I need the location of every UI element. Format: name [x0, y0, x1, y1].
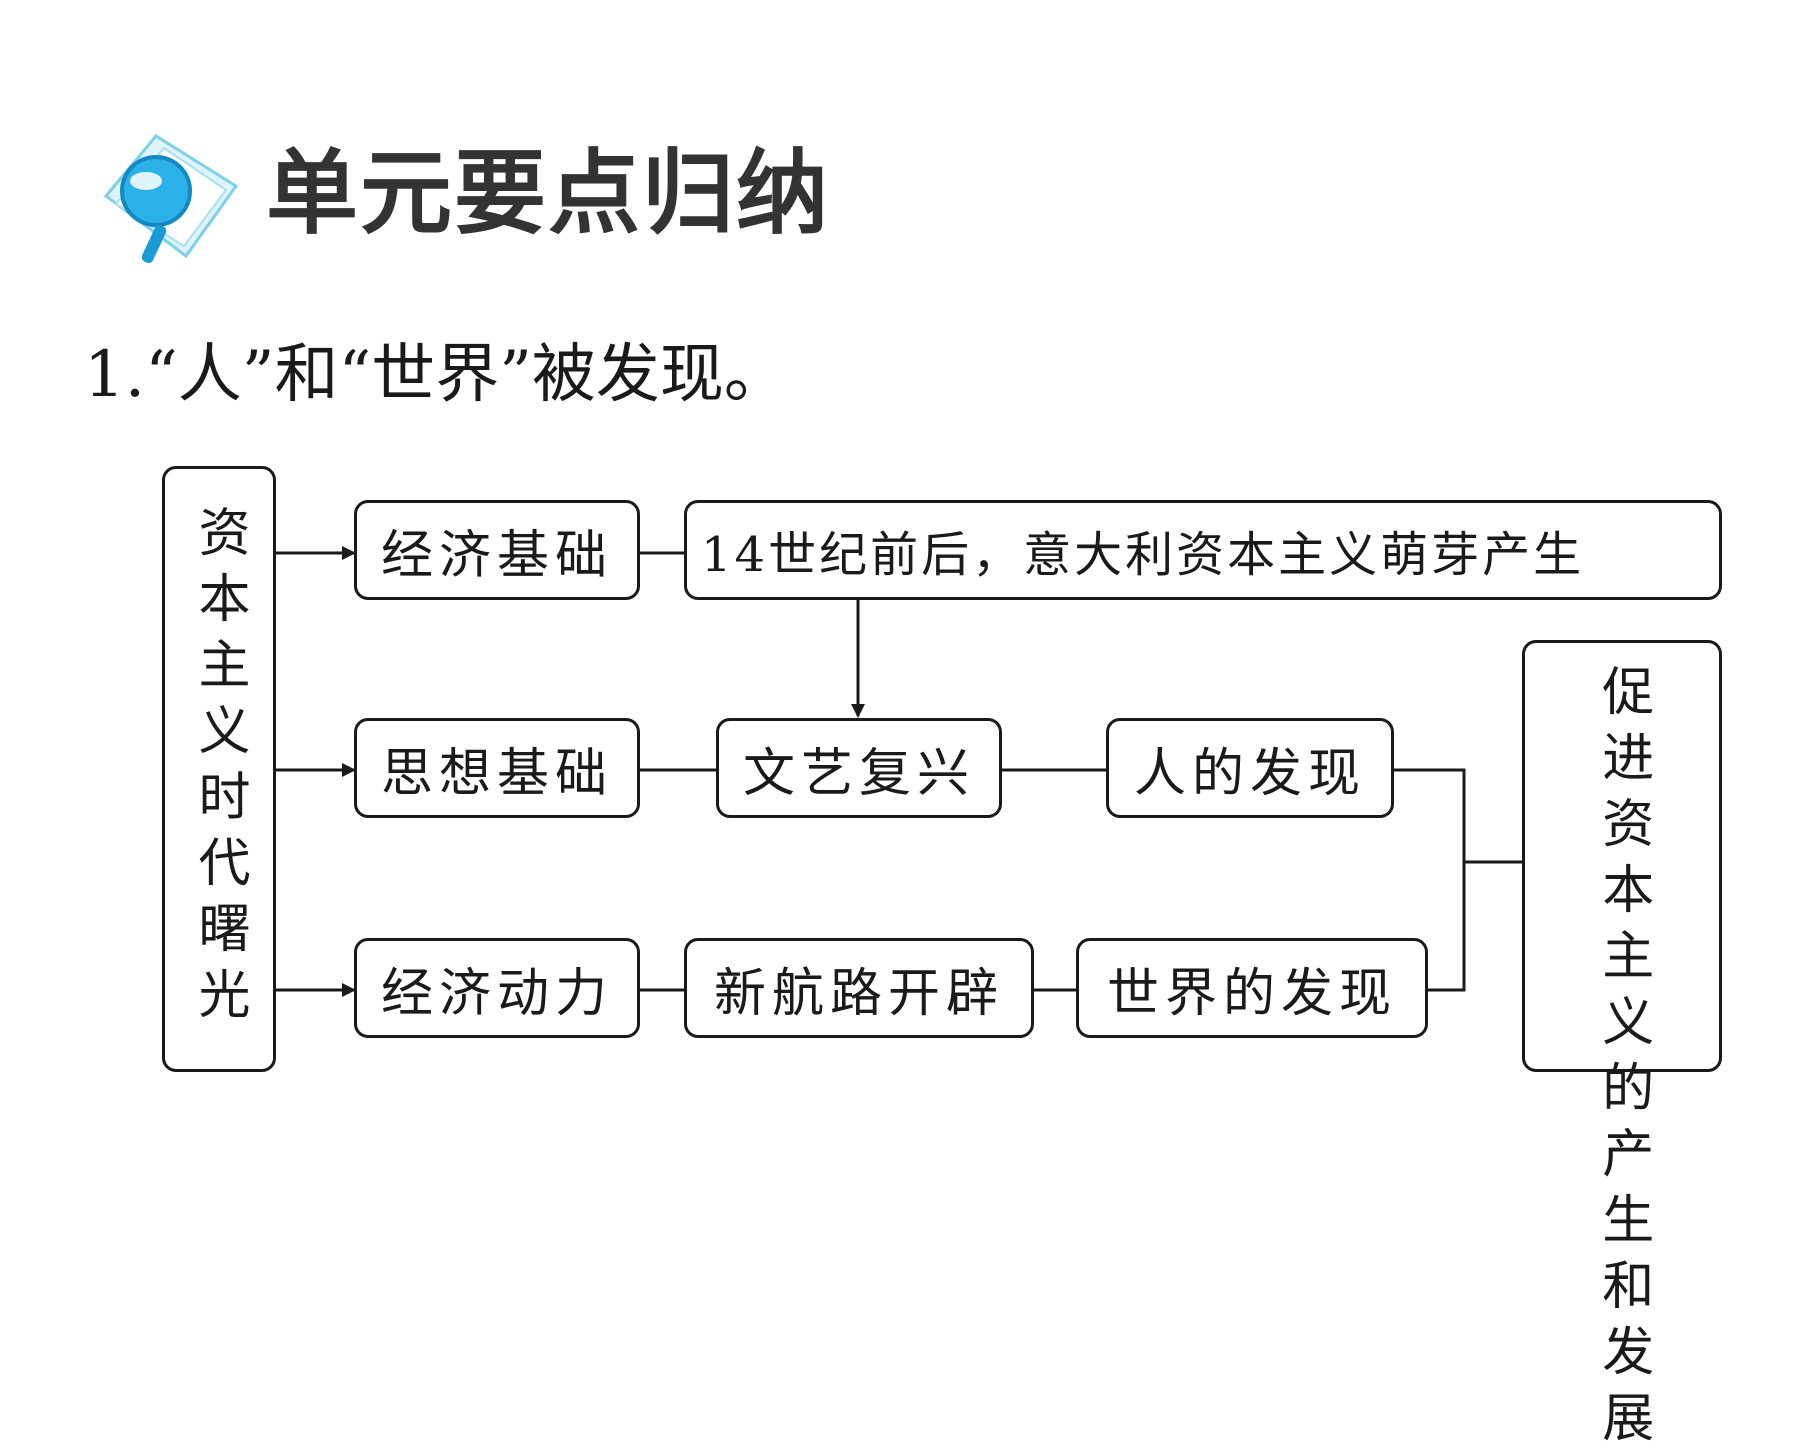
economic-drive-label: 经济动力	[380, 963, 613, 1024]
result-box: 促进资本主义的产生和发展	[1522, 640, 1722, 1456]
economic-drive-box: 经济动力	[354, 938, 640, 1038]
flow-diagram: 资本主义时代曙光 经济基础 14世纪前后，意大利资本主义萌芽产生 思想基础 文艺…	[162, 466, 1722, 1456]
renaissance-box: 文艺复兴	[716, 718, 1002, 818]
new-routes-box: 新航路开辟	[684, 938, 1034, 1038]
discovery-of-world-label: 世界的发现	[1106, 963, 1397, 1024]
economic-base-detail-label: 14世纪前后，意大利资本主义萌芽产生	[701, 527, 1585, 583]
renaissance-label: 文艺复兴	[742, 743, 975, 804]
ideological-base-box: 思想基础	[354, 718, 640, 818]
economic-base-label: 经济基础	[380, 525, 613, 586]
connector-lines	[276, 546, 1522, 997]
root-label: 资本主义时代曙光	[189, 505, 249, 1033]
header-title: 单元要点归纳	[266, 140, 831, 247]
section-header: 单元要点归纳	[86, 126, 986, 276]
section-title: 1.“人”和“世界”被发现。	[84, 338, 788, 412]
ideological-base-label: 思想基础	[380, 743, 613, 804]
new-routes-label: 新航路开辟	[713, 963, 1004, 1024]
discovery-of-man-box: 人的发现	[1106, 718, 1394, 818]
root-box: 资本主义时代曙光	[162, 466, 276, 1072]
discovery-of-world-box: 世界的发现	[1076, 938, 1428, 1038]
result-label: 促进资本主义的产生和发展	[1592, 664, 1653, 1456]
economic-base-detail-box: 14世纪前后，意大利资本主义萌芽产生	[684, 500, 1722, 600]
economic-base-box: 经济基础	[354, 500, 640, 600]
discovery-of-man-label: 人的发现	[1133, 743, 1366, 804]
magnifier-icon	[86, 126, 246, 276]
line-bracket	[1394, 768, 1466, 992]
